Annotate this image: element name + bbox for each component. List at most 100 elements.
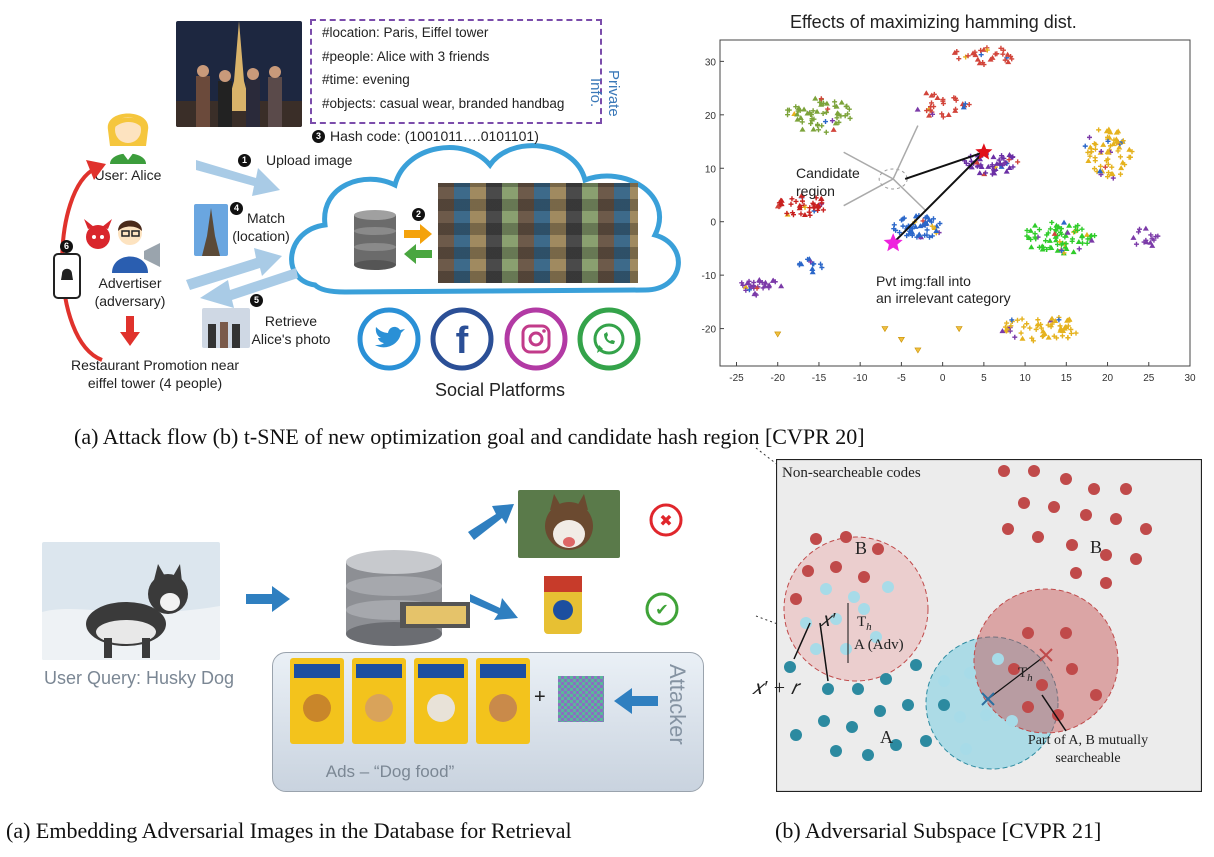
candidate-arrow: [892, 178, 927, 212]
tsne-point: [928, 107, 934, 113]
tsne-point: [832, 120, 839, 126]
tsne-point: [809, 266, 816, 272]
tsne-point: [1149, 242, 1156, 248]
embedding-point: [870, 631, 882, 643]
embedding-point: [830, 561, 842, 573]
tsne-point: [746, 281, 752, 287]
tsne-point: [999, 328, 1006, 334]
tsne-point: [1012, 334, 1018, 340]
tsne-point: [799, 194, 805, 200]
tsne-point: [1044, 246, 1050, 252]
embedding-point: [820, 583, 832, 595]
tsne-point: [951, 95, 957, 101]
attacker-label: Attacker: [665, 664, 690, 745]
tsne-point: [1066, 222, 1073, 228]
x-tick-label: -25: [729, 373, 744, 384]
tsne-point: [1001, 161, 1007, 167]
tsne-point: [796, 262, 802, 268]
tsne-point: [1120, 138, 1126, 144]
tsne-point: [777, 197, 784, 203]
tsne-cluster: [951, 45, 1015, 68]
retrieval-database-icon: [346, 550, 470, 646]
tsne-point: [815, 123, 821, 129]
tsne-point: [1068, 326, 1074, 332]
candidate-arrow: [843, 151, 894, 180]
th-label-1: Th: [857, 614, 872, 633]
tsne-point: [1092, 155, 1098, 161]
candidate-region-label-2: region: [796, 183, 835, 199]
tsne-point: [1130, 234, 1137, 240]
tsne-point: [1057, 239, 1063, 245]
x-tick-label: 0: [940, 373, 946, 384]
tsne-point: [929, 219, 935, 225]
paris-photo: [176, 21, 302, 127]
tsne-point: [916, 232, 923, 238]
husky-result-photo: [518, 490, 620, 558]
tsne-point: [1054, 247, 1061, 253]
tsne-point: [1006, 157, 1012, 163]
embedding-point: [858, 603, 870, 615]
tsne-point: [1053, 227, 1059, 233]
tsne-point: [923, 90, 930, 96]
embedding-point: [1022, 627, 1034, 639]
tsne-point: [966, 102, 972, 108]
tsne-point: [746, 287, 752, 293]
embedding-point: [830, 613, 842, 625]
tsne-point: [1105, 156, 1111, 162]
tsne-point: [1004, 51, 1011, 57]
tsne-point: [1126, 146, 1133, 152]
tsne-point: [1002, 57, 1008, 63]
tsne-point: [1079, 226, 1085, 232]
tsne-point: [929, 233, 935, 239]
embedding-point: [910, 659, 922, 671]
tsne-point: [829, 118, 835, 124]
tsne-point: [1047, 226, 1053, 232]
embedding-point: [882, 581, 894, 593]
tsne-point: [1069, 236, 1075, 242]
tsne-point: [909, 232, 915, 238]
tsne-point: [1019, 335, 1026, 341]
x-prime-plus-r-label: 𝑥′ + 𝑟: [752, 677, 799, 699]
y-tick-label: 10: [705, 164, 717, 175]
tsne-point: [756, 276, 763, 282]
svg-text:✖: ✖: [659, 511, 672, 530]
tsne-point: [974, 162, 981, 168]
embedding-point: [802, 565, 814, 577]
tsne-point: [1118, 165, 1125, 171]
tsne-point: [1117, 154, 1123, 160]
tsne-point: [1106, 170, 1112, 176]
tsne-point: [924, 227, 930, 233]
tsne-point: [1032, 234, 1038, 240]
tsne-point: [940, 114, 946, 120]
tsne-point: [1149, 236, 1155, 242]
tsne-point: [1046, 237, 1053, 243]
tsne-point: [785, 107, 791, 113]
tsne-point: [1030, 338, 1036, 344]
embedding-point: [980, 709, 992, 721]
tsne-point: [846, 106, 852, 112]
tsne-point: [1085, 149, 1091, 155]
tsne-point: [929, 100, 935, 106]
tsne-point: [1000, 47, 1006, 53]
tsne-point: [1002, 324, 1008, 330]
tsne-point: [1040, 333, 1046, 339]
tsne-point: [914, 347, 922, 354]
tsne-point: [1024, 321, 1030, 327]
tsne-point: [933, 228, 940, 234]
embedding-point: [1032, 531, 1044, 543]
tsne-point: [833, 103, 840, 109]
embedding-point: [1048, 501, 1060, 513]
tsne-point: [1045, 334, 1052, 340]
tsne-point: [818, 101, 825, 107]
tsne-point: [1045, 322, 1051, 328]
tsne-point: [1105, 174, 1111, 180]
tsne-point: [900, 223, 906, 229]
tsne-point: [972, 49, 978, 55]
caption-bottom-a: (a) Embedding Adversarial Images in the …: [6, 818, 572, 843]
tsne-point: [811, 205, 817, 211]
tsne-point: [1061, 219, 1068, 225]
tsne-point: [1076, 246, 1082, 252]
tsne-point: [808, 259, 814, 265]
th-label-2: Th: [1018, 665, 1033, 684]
caption-top: (a) Attack flow (b) t-SNE of new optimiz…: [74, 424, 865, 449]
